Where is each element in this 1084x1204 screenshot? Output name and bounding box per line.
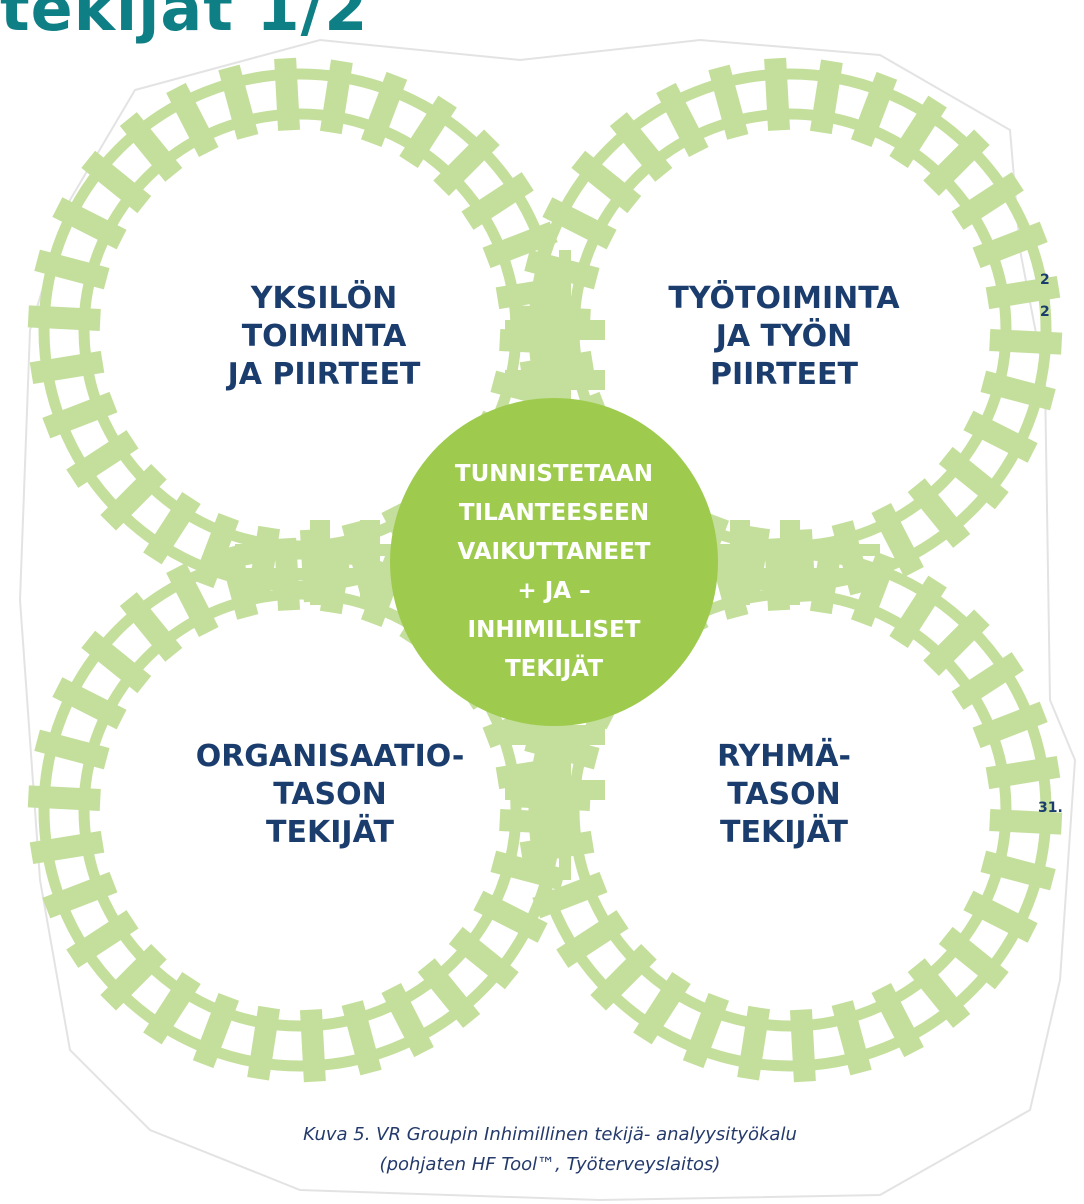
edge-fragment: 2 <box>1040 272 1050 288</box>
center-label: TUNNISTETAAN TILANTEESEEN VAIKUTTANEET +… <box>454 461 654 682</box>
label-top-right: TYÖTOIMINTA JA TYÖN PIIRTEET <box>668 281 900 392</box>
slide-title: tekijät 1/2 <box>0 0 369 45</box>
label-bottom-right: RYHMÄ- TASON TEKIJÄT <box>717 739 851 850</box>
edge-fragment: 31. <box>1038 800 1063 816</box>
label-bottom-left: ORGANISAATIO- TASON TEKIJÄT <box>195 739 465 850</box>
label-top-left: YKSILÖN TOIMINTA JA PIIRTEET <box>227 281 421 392</box>
track-rail <box>78 588 522 1032</box>
edge-fragment: 2 <box>1040 304 1050 320</box>
center-circle <box>390 398 718 726</box>
figure-caption: Kuva 5. VR Groupin Inhimillinen tekijä- … <box>303 1124 797 1175</box>
